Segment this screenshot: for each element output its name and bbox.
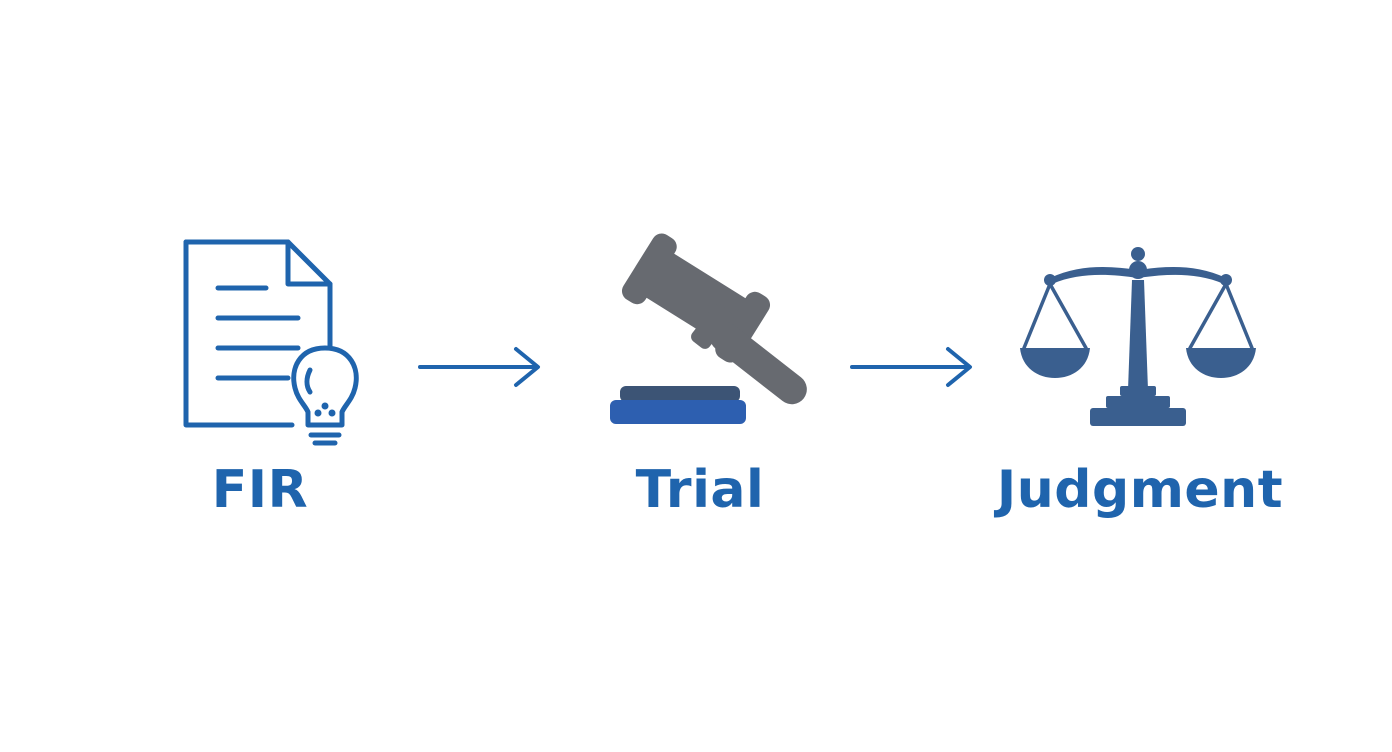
arrow-right-icon [842,345,982,389]
scales-of-justice-icon [1010,240,1270,440]
step-label-fir: FIR [211,460,309,520]
step-label-trial: Trial [635,460,765,520]
step-label-judgment: Judgment [996,460,1284,520]
gavel-icon [600,230,830,430]
arrow-right-icon [410,345,550,389]
document-bulb-icon [170,230,370,450]
